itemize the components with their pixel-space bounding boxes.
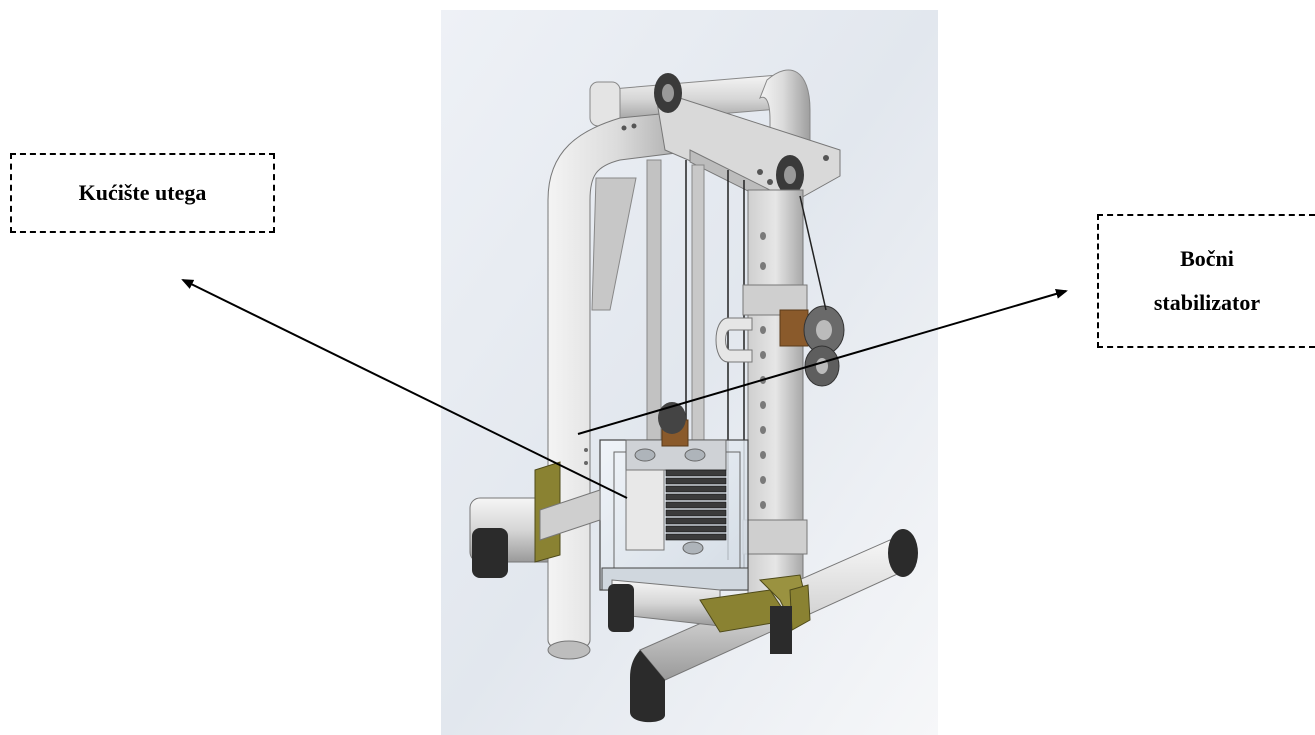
main-vertical-post	[742, 189, 808, 611]
rear-brace	[591, 177, 637, 311]
right-base-brackets	[699, 574, 811, 654]
lower-cross-tube	[608, 579, 721, 632]
callout-side-stabilizer-line2: stabilizator	[1153, 290, 1261, 315]
callout-weight-housing-label: Kućište utega	[78, 180, 207, 205]
front-left-foot	[539, 489, 601, 541]
guide-rods	[646, 159, 745, 570]
callout-weight-housing: Kućište utega	[10, 153, 275, 233]
callout-side-stabilizer-line1: Bočni	[1180, 246, 1234, 271]
arrow-side-stabilizer	[577, 289, 1068, 435]
weight-plates	[665, 469, 727, 541]
callout-side-stabilizer: Bočni stabilizator	[1097, 214, 1315, 348]
weight-housing	[599, 402, 749, 591]
side-stabilizer-assembly	[715, 195, 845, 387]
arrow-weight-housing	[181, 279, 628, 499]
